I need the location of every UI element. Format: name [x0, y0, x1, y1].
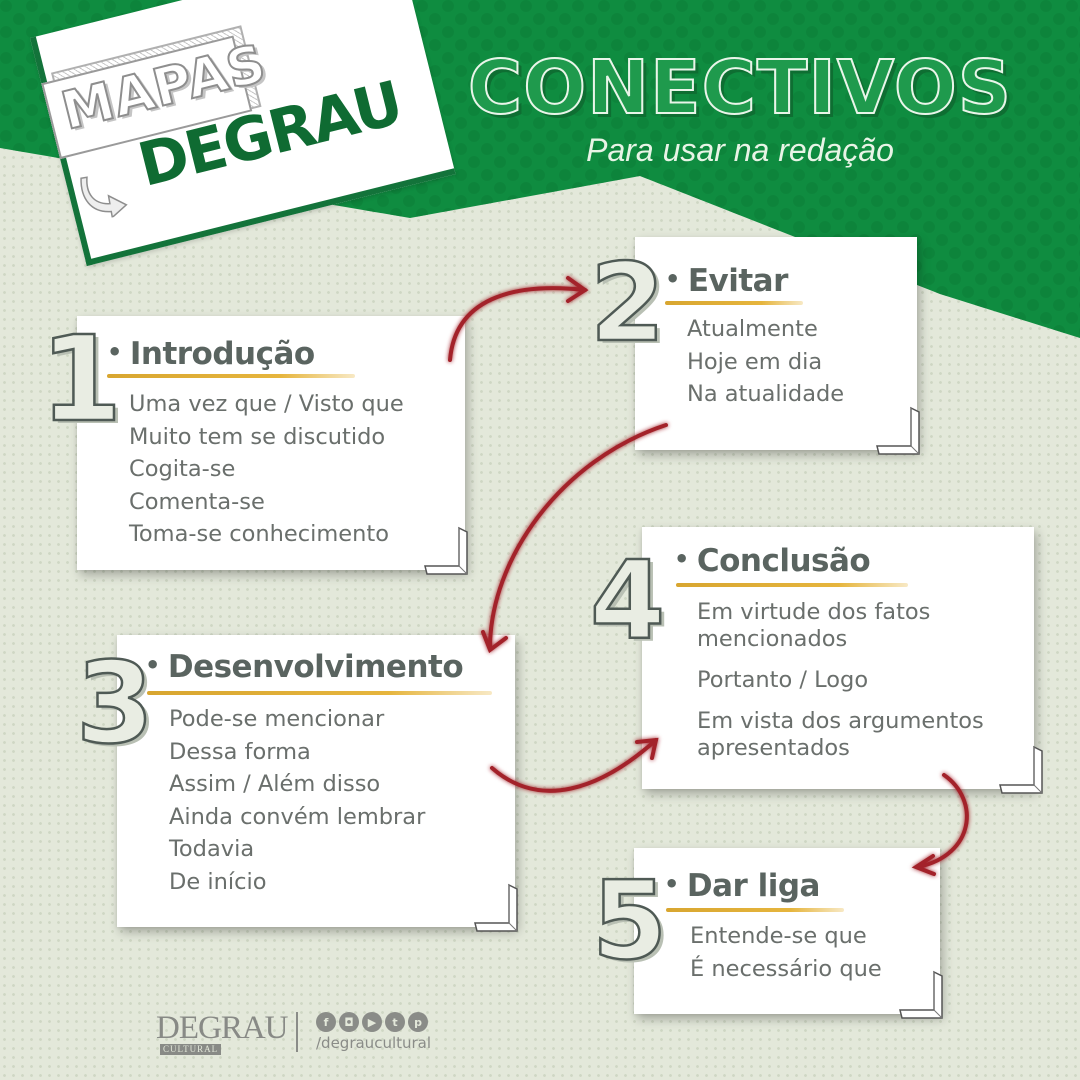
list-item: Assim / Além disso — [169, 771, 381, 797]
list-item: Cogita-se — [129, 456, 236, 482]
connective-list: Em virtude dos fatos mencionados Portant… — [697, 599, 1017, 776]
connective-list: Pode-se mencionar Dessa forma Assim / Al… — [169, 703, 425, 898]
corner-bracket-icon — [876, 406, 920, 455]
step-number-1: 1 — [39, 310, 124, 448]
section-heading: •Introdução — [107, 336, 315, 372]
list-item: Uma vez que / Visto que — [129, 391, 404, 417]
card-conclusao: •Conclusão Em virtude dos fatos menciona… — [642, 527, 1043, 794]
card-introducao: •Introdução Uma vez que / Visto que Muit… — [77, 316, 468, 575]
list-item: Entende-se que — [690, 923, 867, 949]
list-item: Na atualidade — [687, 381, 845, 407]
bullet-dot: • — [664, 870, 679, 898]
heading-underline — [107, 374, 355, 378]
list-item: Atualmente — [687, 316, 818, 342]
step-number-5: 5 — [591, 859, 669, 984]
connective-list: Entende-se que É necessário que — [690, 920, 882, 985]
twitter-icon[interactable]: t — [385, 1012, 405, 1032]
connective-list: Atualmente Hoje em dia Na atualidade — [687, 313, 844, 411]
list-item: Hoje em dia — [687, 348, 823, 375]
heading-underline — [666, 908, 844, 912]
bullet-dot: • — [145, 651, 160, 679]
bullet-dot: • — [665, 265, 680, 293]
card-evitar: •Evitar Atualmente Hoje em dia Na atuali… — [635, 237, 920, 455]
list-item: Muito tem se discutido — [129, 423, 386, 450]
heading-underline — [676, 583, 908, 587]
social-handle[interactable]: /degraucultural — [316, 1034, 432, 1052]
heading-underline — [147, 691, 492, 695]
corner-bracket-icon — [474, 883, 518, 932]
bullet-dot: • — [107, 338, 122, 366]
section-heading: •Evitar — [665, 263, 788, 299]
curved-arrow-icon — [80, 176, 128, 219]
footer-divider — [296, 1012, 298, 1052]
page-title: CONECTIVOS — [467, 45, 1013, 131]
corner-bracket-icon — [424, 526, 468, 575]
brand-logo: MAPAS DEGRAU — [0, 0, 440, 300]
footer-logo: DEGRAU — [156, 1010, 288, 1046]
list-item: De início — [169, 868, 267, 895]
footer: DEGRAU CULTURAL f ◘ ▶ t p /degraucultura… — [156, 1010, 456, 1058]
list-item: Todavia — [169, 836, 255, 862]
youtube-icon[interactable]: ▶ — [362, 1012, 382, 1032]
pinterest-icon[interactable]: p — [408, 1012, 428, 1032]
list-item: Em vista dos argumentos apresentados — [697, 708, 984, 761]
footer-logo-sub: CULTURAL — [160, 1044, 222, 1055]
step-number-4: 4 — [589, 539, 667, 664]
list-item: Ainda convém lembrar — [169, 803, 426, 830]
corner-bracket-icon — [899, 970, 943, 1019]
heading-underline — [665, 301, 803, 305]
list-item: Toma-se conhecimento — [129, 521, 389, 547]
card-desenvolvimento: •Desenvolvimento Pode-se mencionar Dessa… — [117, 635, 518, 932]
section-heading: •Desenvolvimento — [145, 649, 464, 685]
card-dar-liga: •Dar liga Entende-se que É necessário qu… — [634, 848, 943, 1019]
list-item: Portanto / Logo — [697, 667, 869, 693]
step-number-2: 2 — [589, 241, 667, 366]
section-heading: •Conclusão — [674, 543, 871, 579]
connective-list: Uma vez que / Visto que Muito tem se dis… — [129, 388, 404, 551]
section-heading: •Dar liga — [664, 868, 820, 904]
corner-bracket-icon — [999, 745, 1043, 794]
title-block: CONECTIVOS Para usar na redação — [460, 45, 1020, 169]
list-item: Comenta-se — [129, 488, 265, 515]
list-item: Pode-se mencionar — [169, 706, 385, 732]
page-subtitle: Para usar na redação — [586, 132, 894, 168]
list-item: Dessa forma — [169, 738, 311, 765]
facebook-icon[interactable]: f — [316, 1012, 336, 1032]
instagram-icon[interactable]: ◘ — [339, 1012, 359, 1032]
bullet-dot: • — [674, 545, 689, 573]
list-item: É necessário que — [690, 955, 882, 982]
list-item: Em virtude dos fatos mencionados — [697, 599, 931, 652]
social-icons: f ◘ ▶ t p — [316, 1012, 428, 1032]
step-number-3: 3 — [75, 639, 155, 769]
